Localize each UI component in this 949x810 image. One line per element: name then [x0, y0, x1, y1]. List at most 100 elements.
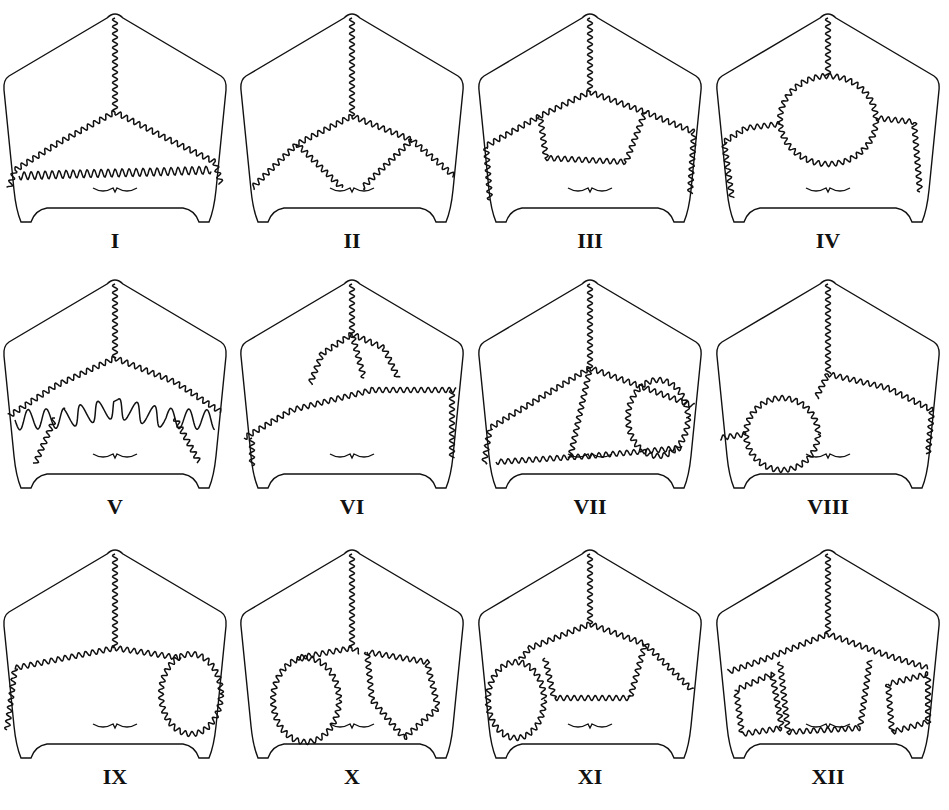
suture-line	[115, 646, 181, 660]
suture-line	[519, 622, 590, 659]
figure-number: I	[109, 230, 122, 252]
suture-line	[587, 284, 592, 368]
suture-line	[115, 358, 221, 414]
suture-line	[876, 116, 922, 192]
figure-number: XII	[809, 766, 846, 788]
suture-line	[734, 672, 783, 736]
suture-line	[496, 446, 682, 464]
suture-line	[828, 373, 934, 454]
suture-line	[244, 387, 456, 439]
suture-line	[350, 334, 365, 378]
figure-number: IV	[814, 230, 842, 252]
suture-line	[825, 18, 830, 76]
suture-line	[297, 646, 352, 660]
suture-line	[349, 284, 354, 334]
suture-line	[587, 554, 592, 624]
figure-number: V	[105, 496, 125, 518]
suture-line	[722, 122, 780, 198]
suture-line	[249, 438, 254, 466]
suture-line	[825, 284, 830, 374]
suture-line	[886, 672, 931, 734]
suture-line	[727, 632, 828, 673]
foramen-mark	[330, 724, 374, 728]
suture-line	[449, 390, 454, 458]
suture-line	[19, 166, 211, 180]
foramen-mark	[806, 188, 850, 192]
suture-line	[253, 115, 352, 190]
skull-outline	[717, 280, 939, 488]
figure-number: VI	[338, 496, 366, 518]
suture-line	[8, 357, 115, 416]
suture-line	[349, 554, 354, 648]
skull-outline	[4, 280, 226, 488]
suture-line	[112, 18, 117, 112]
foramen-mark	[568, 188, 612, 192]
skull-outline	[717, 14, 939, 222]
suture-line	[112, 284, 117, 358]
suture-line	[484, 91, 590, 200]
suture-line	[825, 554, 830, 634]
skull-outline	[479, 14, 701, 222]
suture-line	[352, 116, 454, 178]
skull-outline	[241, 14, 463, 222]
suture-line	[349, 18, 354, 116]
figure-number: III	[575, 230, 605, 252]
figure-number: X	[342, 766, 362, 788]
suture-line	[365, 650, 440, 739]
suture-line	[587, 18, 592, 92]
suture-line	[271, 655, 342, 744]
skull-figure	[717, 280, 939, 488]
suture-line	[778, 660, 873, 734]
suture-line	[590, 91, 696, 194]
figure-number: XI	[576, 766, 604, 788]
skull-figure	[4, 14, 226, 222]
skull-figure	[717, 14, 939, 222]
foramen-mark	[93, 724, 137, 728]
skull-outline	[479, 550, 701, 758]
suture-line	[778, 74, 879, 167]
skull-figure	[479, 14, 701, 222]
suture-line	[744, 396, 821, 473]
skull-figure	[479, 550, 701, 758]
suture-line	[159, 652, 224, 737]
skull-outline	[241, 280, 463, 488]
figure-number: II	[341, 230, 362, 252]
skull-outline	[717, 550, 939, 758]
foramen-mark	[93, 454, 137, 458]
suture-line	[309, 333, 352, 385]
suture-line	[352, 648, 359, 654]
suture-line	[174, 418, 200, 463]
suture-line	[828, 633, 928, 669]
suture-line	[33, 418, 55, 463]
figure-number: VIII	[805, 496, 851, 518]
skull-figure	[241, 14, 463, 222]
figure-number: VII	[571, 496, 608, 518]
suture-line	[720, 432, 746, 441]
suture-line	[5, 646, 115, 730]
suture-line	[815, 374, 828, 399]
skull-outline	[241, 550, 463, 758]
skull-figure	[241, 550, 463, 758]
skull-outline	[479, 280, 701, 488]
suture-line	[538, 113, 647, 165]
suture-line	[112, 554, 117, 648]
skull-figure	[479, 280, 701, 488]
foramen-mark	[330, 188, 374, 192]
skull-outline	[4, 14, 226, 222]
skull-outline	[4, 550, 226, 758]
suture-line	[568, 368, 592, 458]
suture-line	[590, 623, 694, 689]
suture-line	[15, 399, 215, 430]
foramen-mark	[330, 454, 374, 458]
skull-figure	[4, 550, 226, 758]
skull-figure	[4, 280, 226, 488]
foramen-mark	[568, 724, 612, 728]
suture-line	[543, 643, 647, 700]
suture-line	[363, 139, 412, 189]
suture-line	[296, 144, 342, 188]
suture-line	[485, 659, 546, 740]
figure-number: IX	[101, 766, 129, 788]
skull-figure	[241, 280, 463, 488]
